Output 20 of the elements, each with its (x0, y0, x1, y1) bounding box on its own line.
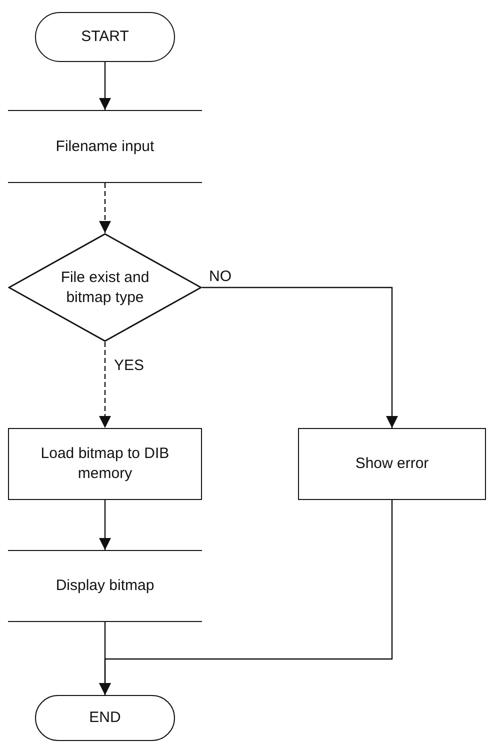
arrow (99, 183, 111, 233)
arrow (202, 286, 398, 428)
process-box (8, 428, 202, 500)
node-label: Load bitmap to DIB memory (40, 444, 170, 484)
arrow (99, 500, 393, 695)
decision-diamond (8, 233, 202, 342)
terminal-box (35, 695, 175, 741)
node-label: Filename input (56, 136, 154, 156)
process-box (8, 550, 202, 622)
node-label: Display bitmap (56, 576, 154, 596)
node-label: File exist and bitmap type (60, 268, 150, 308)
arrow (99, 342, 111, 428)
process-box (8, 110, 202, 183)
process-box (298, 428, 486, 500)
terminal-box (35, 12, 175, 62)
node-label: END (89, 708, 121, 728)
arrow (99, 500, 111, 550)
node-label: START (81, 27, 129, 47)
node-label: Show error (355, 454, 429, 474)
arrow (99, 62, 111, 110)
